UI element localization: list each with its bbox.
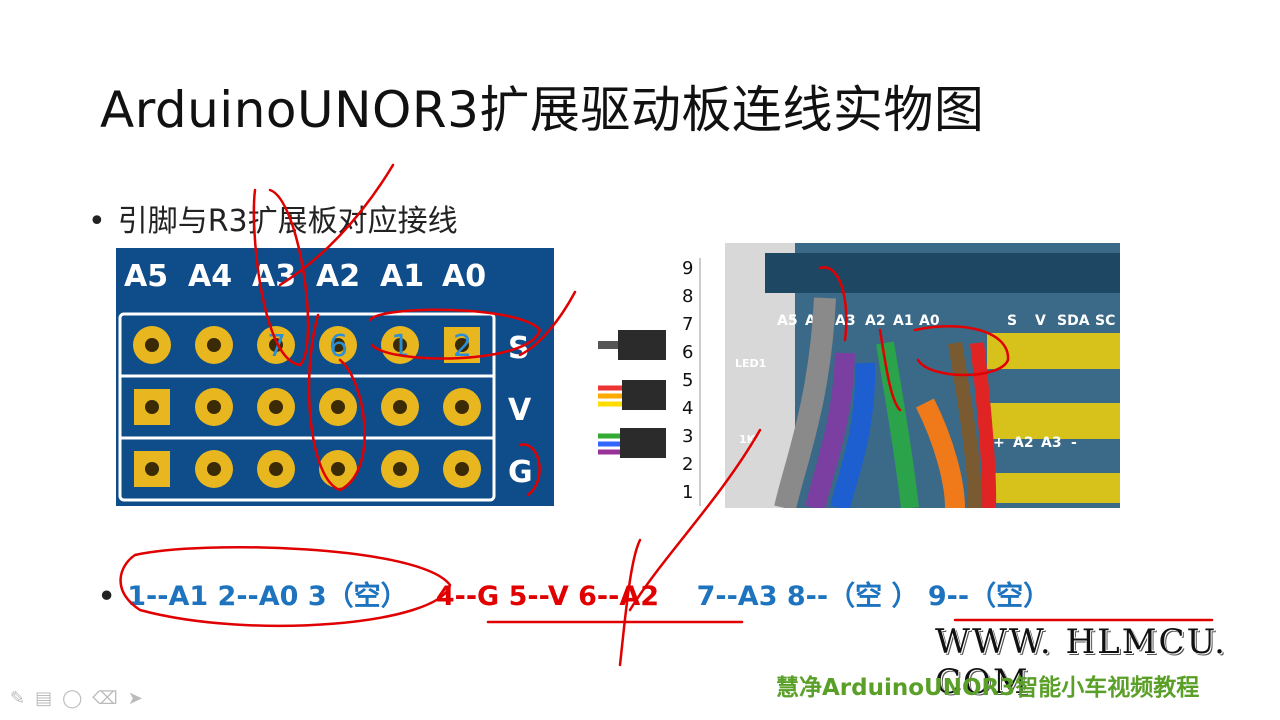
pad-hole — [455, 462, 469, 476]
eraser-icon[interactable]: ◯ — [62, 688, 83, 709]
header-board-photo: A5 A4 A3 A2 A1 A0 S V G 7 6 1 2 — [116, 248, 554, 506]
jumper-connectors-photo — [598, 300, 678, 470]
course-title-watermark: 慧净ArduinoUNOR3智能小车视频教程 — [776, 675, 1200, 701]
mapping-part-3: 7--A3 8--（空 ） 9--（空） — [696, 581, 1051, 612]
pad-hole — [145, 462, 159, 476]
pad-hole — [393, 400, 407, 414]
pen-icon[interactable]: ✎ — [10, 688, 26, 709]
row-label-v: V — [508, 393, 532, 428]
pin-num-3: 3 — [682, 426, 693, 447]
pin-num-6: 6 — [682, 342, 693, 363]
rb-label-a3: A3 — [835, 313, 856, 329]
row-label-g: G — [508, 455, 533, 490]
pin-num-9: 9 — [682, 258, 693, 279]
pin-num-8: 8 — [682, 286, 693, 307]
bullet-text: • 引脚与R3扩展板对应接线 — [88, 196, 458, 240]
mapping-bullet-dot: • — [98, 581, 116, 612]
pad-ink-number: 2 — [453, 329, 472, 364]
mapping-line: • 1--A1 2--A0 3（空） 4--G 5--V 6--A2 7--A3 … — [98, 574, 1050, 613]
pin-num-7: 7 — [682, 314, 693, 335]
col-label-a2: A2 — [316, 259, 360, 294]
rb-label-a2: A2 — [865, 313, 886, 329]
col-label-a3: A3 — [252, 259, 296, 294]
row-label-s: S — [508, 331, 530, 366]
rb-label-minus: - — [1071, 435, 1077, 451]
rb-label-s: S — [1007, 313, 1017, 329]
pad-hole — [145, 400, 159, 414]
pad-ink-number: 1 — [391, 329, 410, 364]
pin-num-5: 5 — [682, 370, 693, 391]
pad-hole — [207, 462, 221, 476]
rb-label-a2b: A2 — [1013, 435, 1034, 451]
pad-hole — [207, 338, 221, 352]
pin-num-1: 1 — [682, 482, 693, 503]
pad-hole — [393, 462, 407, 476]
pad-ink-number: 7 — [267, 329, 286, 364]
pin-number-axis: 9 8 7 6 5 4 3 2 1 — [678, 258, 708, 508]
pad-hole — [207, 400, 221, 414]
website-watermark: WWW. HLMCU. COM — [935, 622, 1227, 702]
pad-hole — [145, 338, 159, 352]
rb-label-a3b: A3 — [1041, 435, 1062, 451]
header-board-drawing: A5 A4 A3 A2 A1 A0 S V G 7 6 1 2 — [116, 248, 554, 506]
pad-hole — [331, 462, 345, 476]
rb-label-a5: A5 — [777, 313, 798, 329]
rb-label-a0: A0 — [919, 313, 940, 329]
rb-label-plus: + — [993, 435, 1005, 451]
bullet-label: 引脚与R3扩展板对应接线 — [117, 204, 458, 239]
pin-num-4: 4 — [682, 398, 693, 419]
highlighter-icon[interactable]: ⌫ — [92, 688, 118, 709]
slide-title: ArduinoUNOR3扩展驱动板连线实物图 — [100, 81, 985, 139]
rb-label-sda: SDA — [1057, 313, 1090, 329]
col-label-a1: A1 — [380, 259, 424, 294]
col-label-a5: A5 — [124, 259, 168, 294]
rb-label-sc: SC — [1095, 313, 1115, 329]
rb-label-v: V — [1035, 313, 1046, 329]
mapping-part-2: 4--G 5--V 6--A2 — [435, 581, 659, 612]
pad-ink-number: 6 — [329, 329, 348, 364]
rb-label-a1: A1 — [893, 313, 914, 329]
expansion-board-photo: A5 A4 A3 A2 A1 A0 S V SDA SC LED1 1K + A… — [725, 243, 1120, 511]
pointer-icon[interactable]: ➤ — [127, 688, 143, 709]
pad-hole — [269, 400, 283, 414]
presentation-toolbar: ✎ ▤ ◯ ⌫ ➤ — [10, 688, 143, 709]
mapping-part-1: 1--A1 2--A0 3（空） — [127, 581, 408, 612]
pin-num-2: 2 — [682, 454, 693, 475]
bullet-dot: • — [88, 204, 106, 239]
rb-label-1k: 1K — [739, 433, 756, 446]
rb-label-led1: LED1 — [735, 357, 766, 370]
col-label-a4: A4 — [188, 259, 232, 294]
pad-hole — [455, 400, 469, 414]
col-label-a0: A0 — [442, 259, 486, 294]
pad-hole — [269, 462, 283, 476]
pad-hole — [331, 400, 345, 414]
slides-icon[interactable]: ▤ — [35, 688, 53, 709]
